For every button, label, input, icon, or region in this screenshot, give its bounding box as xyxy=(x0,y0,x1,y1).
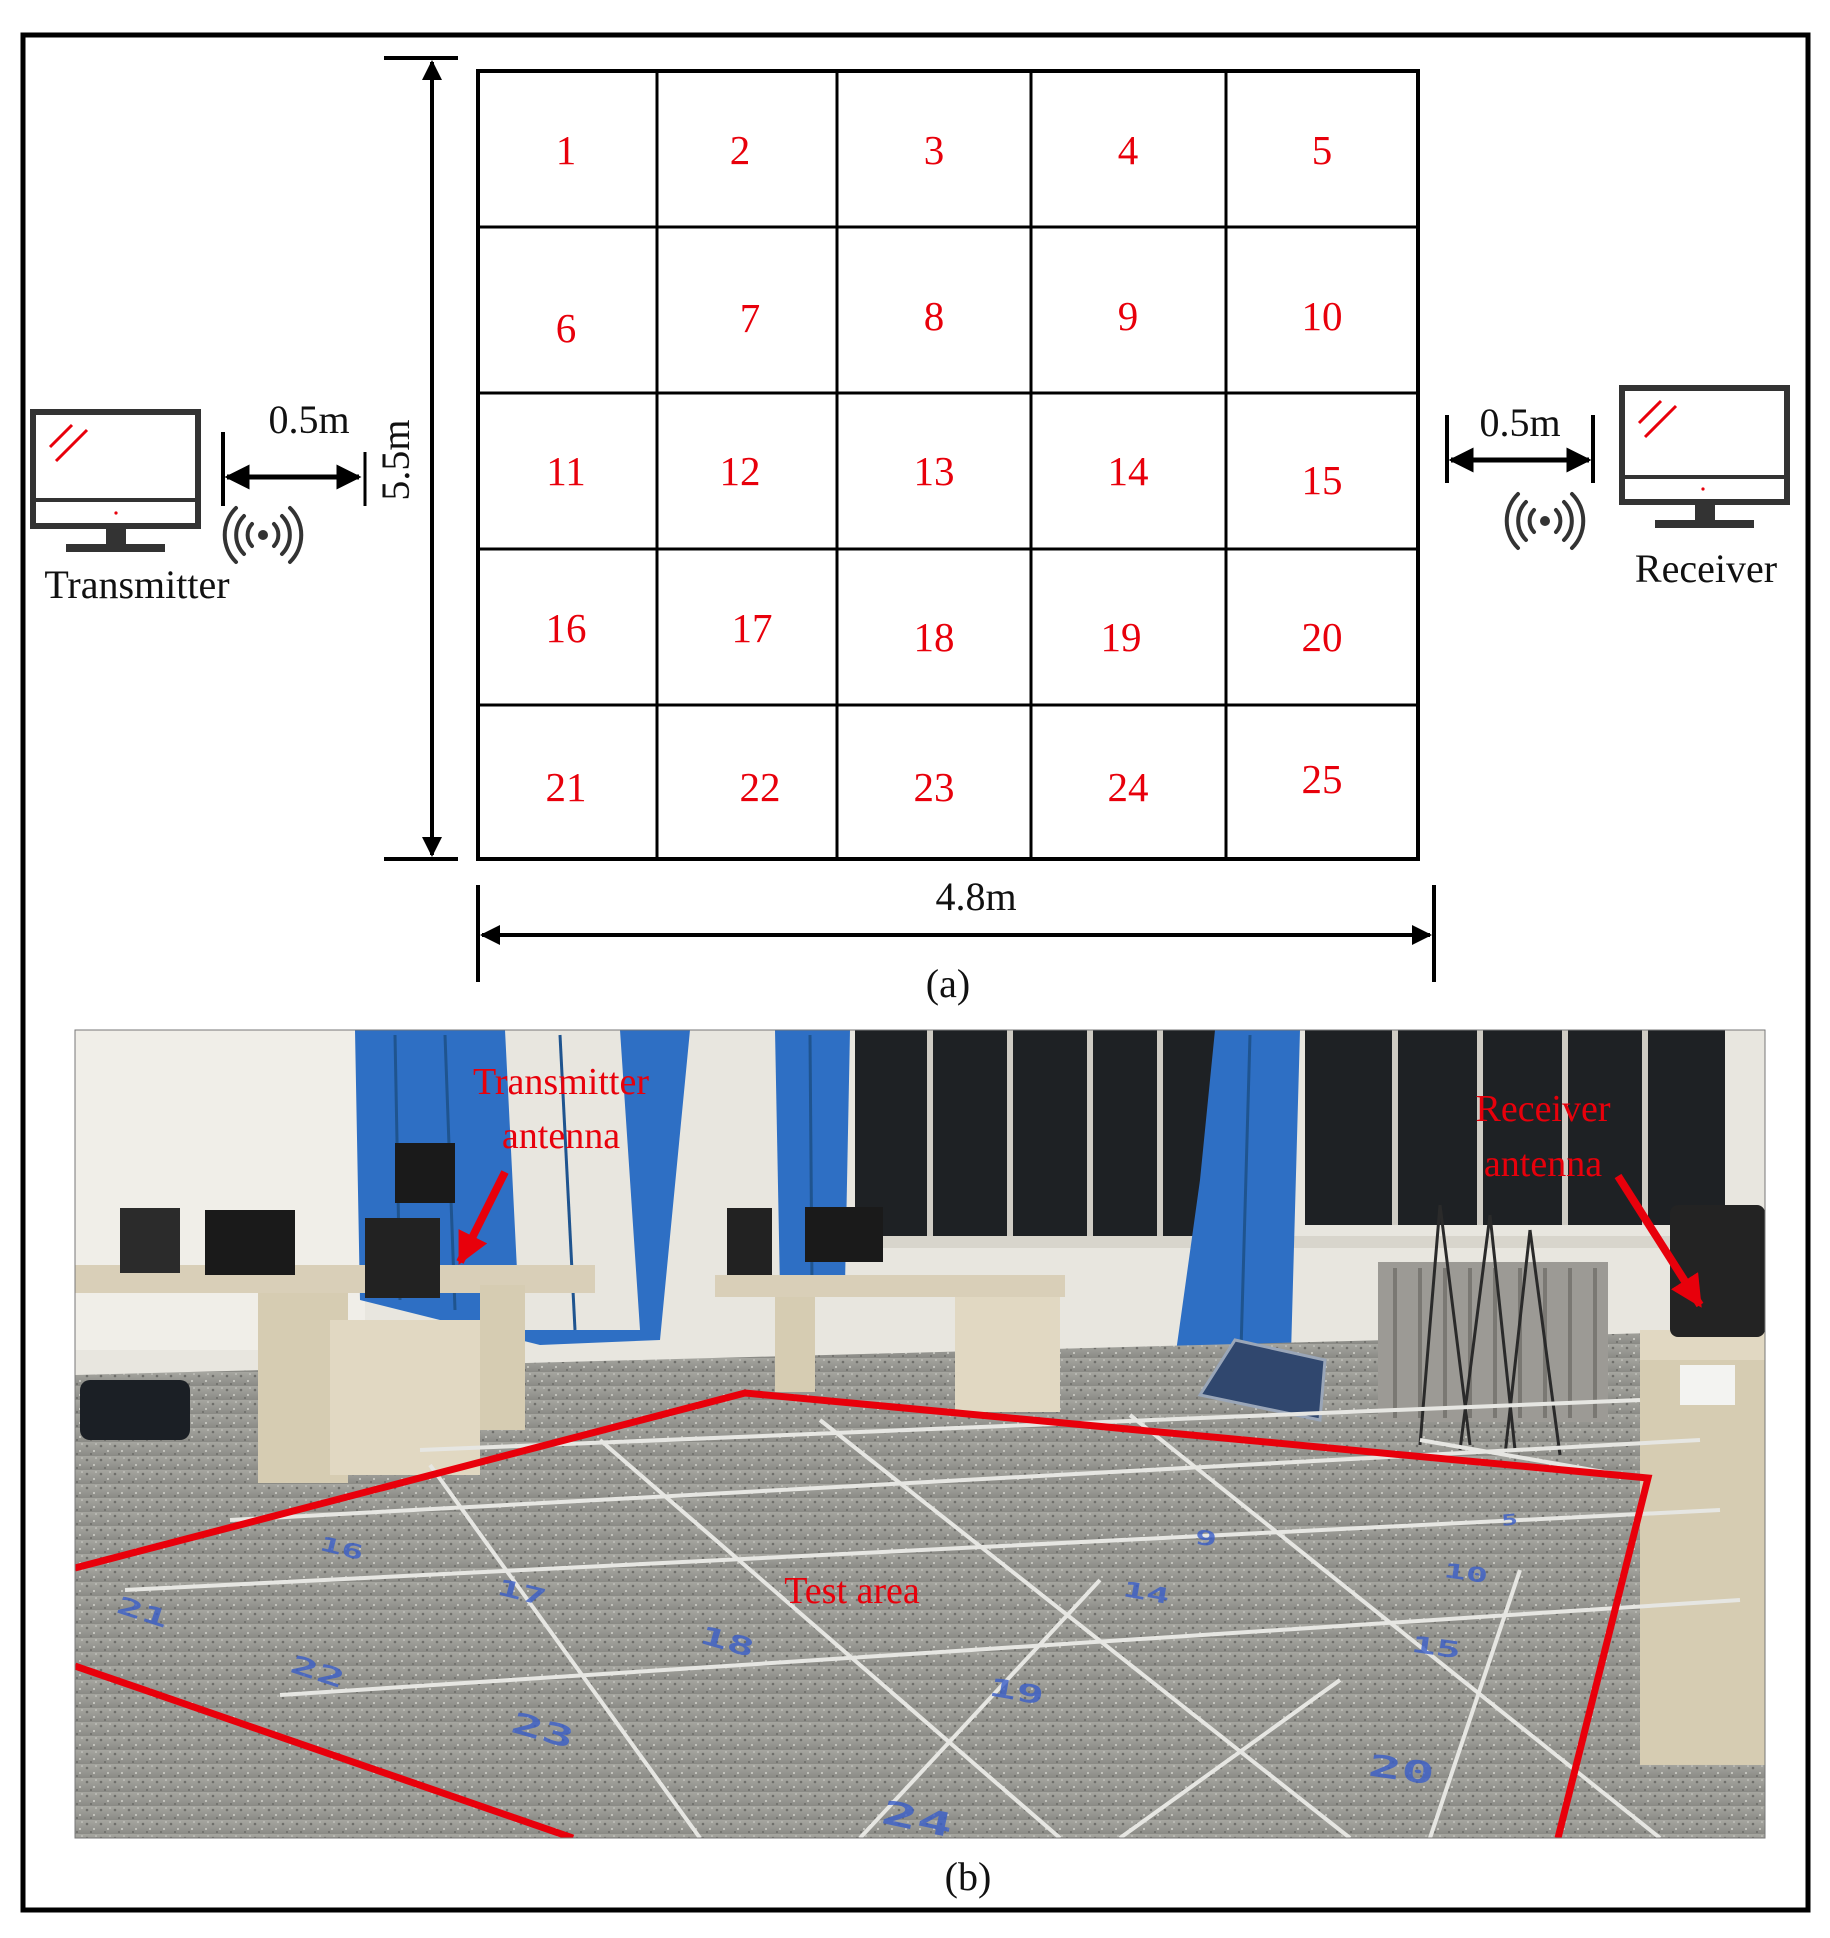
window-frames xyxy=(927,1030,1648,1240)
cell-number: 6 xyxy=(556,305,577,351)
computer-monitor xyxy=(395,1143,455,1203)
tripods xyxy=(1418,1204,1562,1456)
cell-number: 19 xyxy=(1101,614,1142,660)
desk xyxy=(775,1297,815,1392)
width-label: 4.8m xyxy=(935,874,1016,919)
grid-border xyxy=(476,69,1420,861)
width-dimension: 4.8m xyxy=(476,874,1436,982)
cell-number: 4 xyxy=(1118,127,1139,173)
cell-number: 18 xyxy=(914,614,955,660)
floor-number: 9 xyxy=(1193,1525,1218,1552)
computer-monitor xyxy=(205,1210,295,1275)
transmitter-antenna-arrow xyxy=(456,1170,509,1265)
desk xyxy=(480,1285,525,1430)
transmitter-device: 0.5m Transmitter xyxy=(30,397,367,607)
cell-number: 23 xyxy=(914,764,955,810)
cell-number: 9 xyxy=(1118,293,1139,339)
desk-drawer xyxy=(330,1320,480,1475)
cell-number: 16 xyxy=(546,605,587,651)
caption-b: (b) xyxy=(945,1854,992,1899)
tx-distance-label: 0.5m xyxy=(268,397,349,442)
receiver-label: Receiver xyxy=(1635,546,1777,591)
computer-monitor xyxy=(805,1207,883,1262)
computer-tower xyxy=(727,1208,772,1275)
rx-distance-label: 0.5m xyxy=(1479,400,1560,445)
cell-number: 13 xyxy=(914,448,955,494)
cell-number: 11 xyxy=(546,448,585,494)
cell-number: 22 xyxy=(740,764,781,810)
sign xyxy=(1680,1365,1735,1405)
chair xyxy=(80,1380,190,1440)
curtain xyxy=(1170,1030,1300,1395)
receiver-antenna-label: antenna xyxy=(1484,1143,1602,1185)
monitor-icon xyxy=(1619,385,1790,528)
receiver-device: 0.5m Receiver xyxy=(1445,385,1790,591)
cell-number: 14 xyxy=(1108,448,1149,494)
cell-number: 7 xyxy=(740,295,761,341)
caption-a: (a) xyxy=(926,961,970,1006)
test-area-outline xyxy=(75,1662,575,1838)
cell-number: 15 xyxy=(1302,457,1343,503)
receiver-antenna-arrow xyxy=(1614,1173,1704,1308)
cell-number: 5 xyxy=(1312,127,1333,173)
window xyxy=(1305,1030,1725,1225)
cell-number: 21 xyxy=(546,764,587,810)
computer-tower xyxy=(365,1218,440,1298)
cell-number: 8 xyxy=(924,293,945,339)
transmitter-label: Transmitter xyxy=(44,562,229,607)
floor-tape-grid xyxy=(124,1398,1741,1838)
cell-number: 10 xyxy=(1302,293,1343,339)
cell-number: 20 xyxy=(1302,614,1343,660)
cell-number: 3 xyxy=(924,127,945,173)
photo-border xyxy=(74,1029,1766,1839)
cell-number: 17 xyxy=(732,605,773,651)
solar-panel xyxy=(1197,1338,1327,1422)
transmitter-antenna-label: antenna xyxy=(502,1115,620,1157)
wireless-signal-icon xyxy=(222,506,304,564)
wireless-signal-icon xyxy=(1504,492,1586,550)
floor-number: 5 xyxy=(1501,1511,1519,1530)
computer-tower xyxy=(120,1208,180,1273)
transmitter-antenna-label: Transmitter xyxy=(473,1061,649,1103)
cell-number: 24 xyxy=(1108,764,1149,810)
test-area-label: Test area xyxy=(784,1570,920,1612)
receiver-box xyxy=(1670,1205,1765,1337)
receiver-antenna-label: Receiver xyxy=(1475,1088,1610,1130)
cell-number: 25 xyxy=(1302,756,1343,802)
window xyxy=(855,1030,1225,1240)
cell-number: 1 xyxy=(556,127,577,173)
height-label: 5.5m xyxy=(373,419,418,500)
monitor-icon xyxy=(30,409,201,552)
outer-frame xyxy=(20,32,1811,1913)
cell-number: 2 xyxy=(730,127,751,173)
test-area-outline xyxy=(75,1389,1653,1838)
desk-drawer xyxy=(955,1297,1060,1412)
cell-number: 12 xyxy=(720,448,761,494)
height-dimension: 5.5m xyxy=(373,56,458,861)
desk xyxy=(715,1275,1065,1297)
desk xyxy=(1640,1345,1765,1765)
